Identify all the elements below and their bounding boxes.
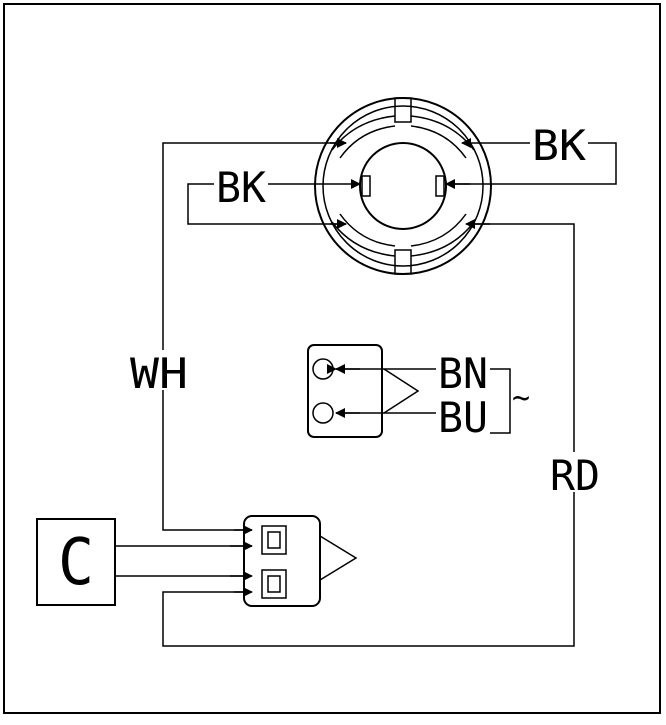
- wire-wh: [162, 142, 346, 531]
- label-ac-symbol: ~: [512, 381, 530, 416]
- label-wh: WH: [130, 349, 188, 398]
- motor-stator: [314, 97, 492, 275]
- capacitor-label: C: [58, 526, 94, 600]
- label-bu: BU: [438, 393, 488, 442]
- capacitor: [36, 518, 116, 606]
- power-terminal-block: [307, 344, 383, 438]
- connector-plug: [243, 515, 358, 607]
- label-bn: BN: [438, 349, 488, 398]
- wire-bk-right: [446, 142, 617, 185]
- wire-rd: [162, 223, 575, 647]
- wire-bk-left: [187, 183, 346, 225]
- label-bk-right: BK: [532, 121, 587, 170]
- label-bk-left: BK: [216, 163, 267, 212]
- diagram-border: [3, 3, 661, 714]
- label-rd: RD: [550, 451, 600, 500]
